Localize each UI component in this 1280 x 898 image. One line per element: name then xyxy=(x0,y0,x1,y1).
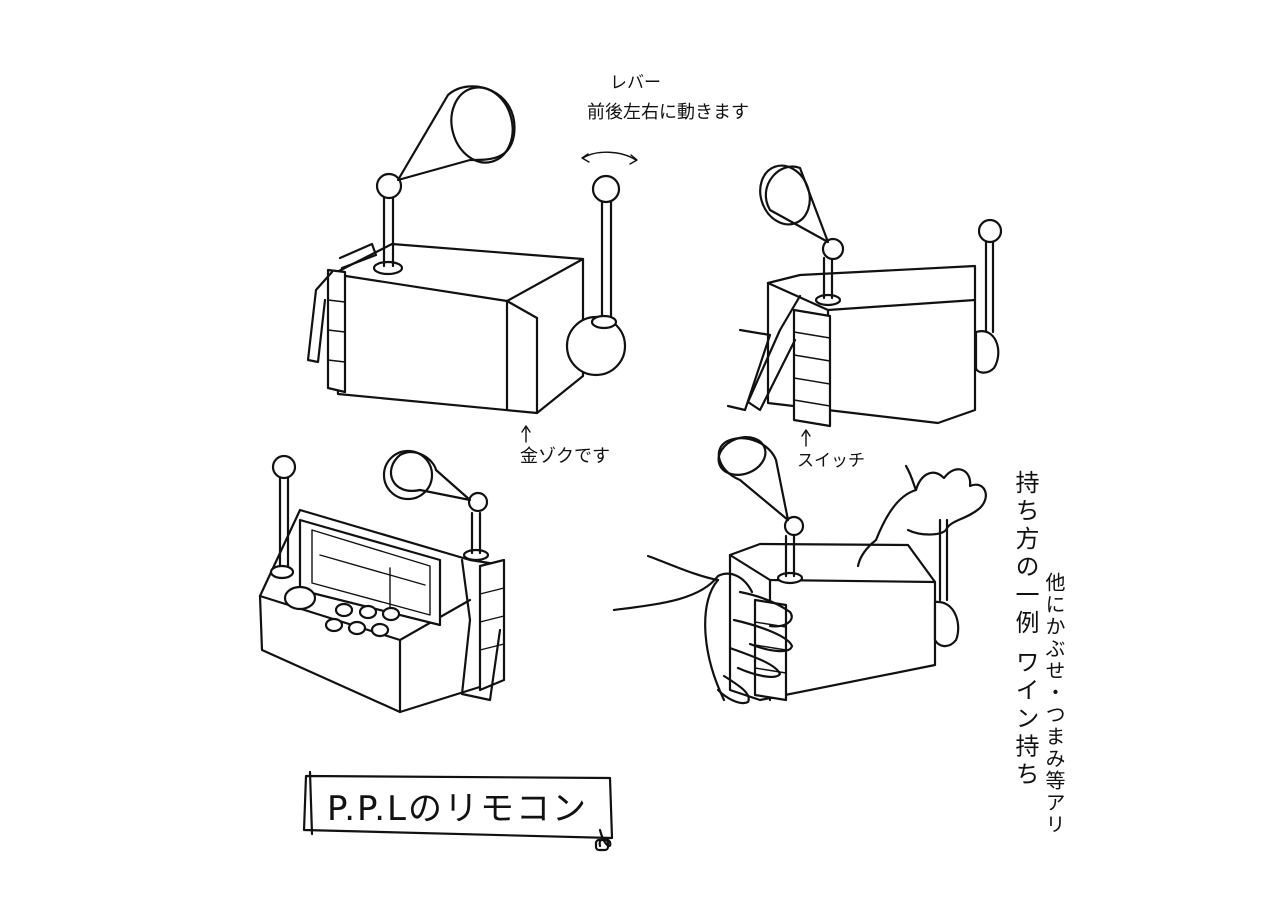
switch-note: スイッチ xyxy=(797,451,865,471)
lever-description: 前後左右に動きます xyxy=(587,102,749,123)
remote-view-held xyxy=(612,436,987,705)
lever-label: レバー xyxy=(610,73,661,93)
other-holds-note: 他にかぶせ・つまみ等アリ xyxy=(1042,572,1066,836)
sheet-title: P.P.Lのリモコン xyxy=(327,789,588,829)
holding-example-note: 持ち方の一例 ワイン持ち xyxy=(1011,470,1039,790)
remote-view-side xyxy=(726,164,1003,447)
body-metal-note: 金ゾクです xyxy=(520,446,610,467)
title-frame xyxy=(302,770,614,852)
remote-view-panel xyxy=(258,449,506,714)
sheet-title-box: P.P.Lのリモコン xyxy=(303,773,613,835)
remote-view-front xyxy=(306,85,638,443)
